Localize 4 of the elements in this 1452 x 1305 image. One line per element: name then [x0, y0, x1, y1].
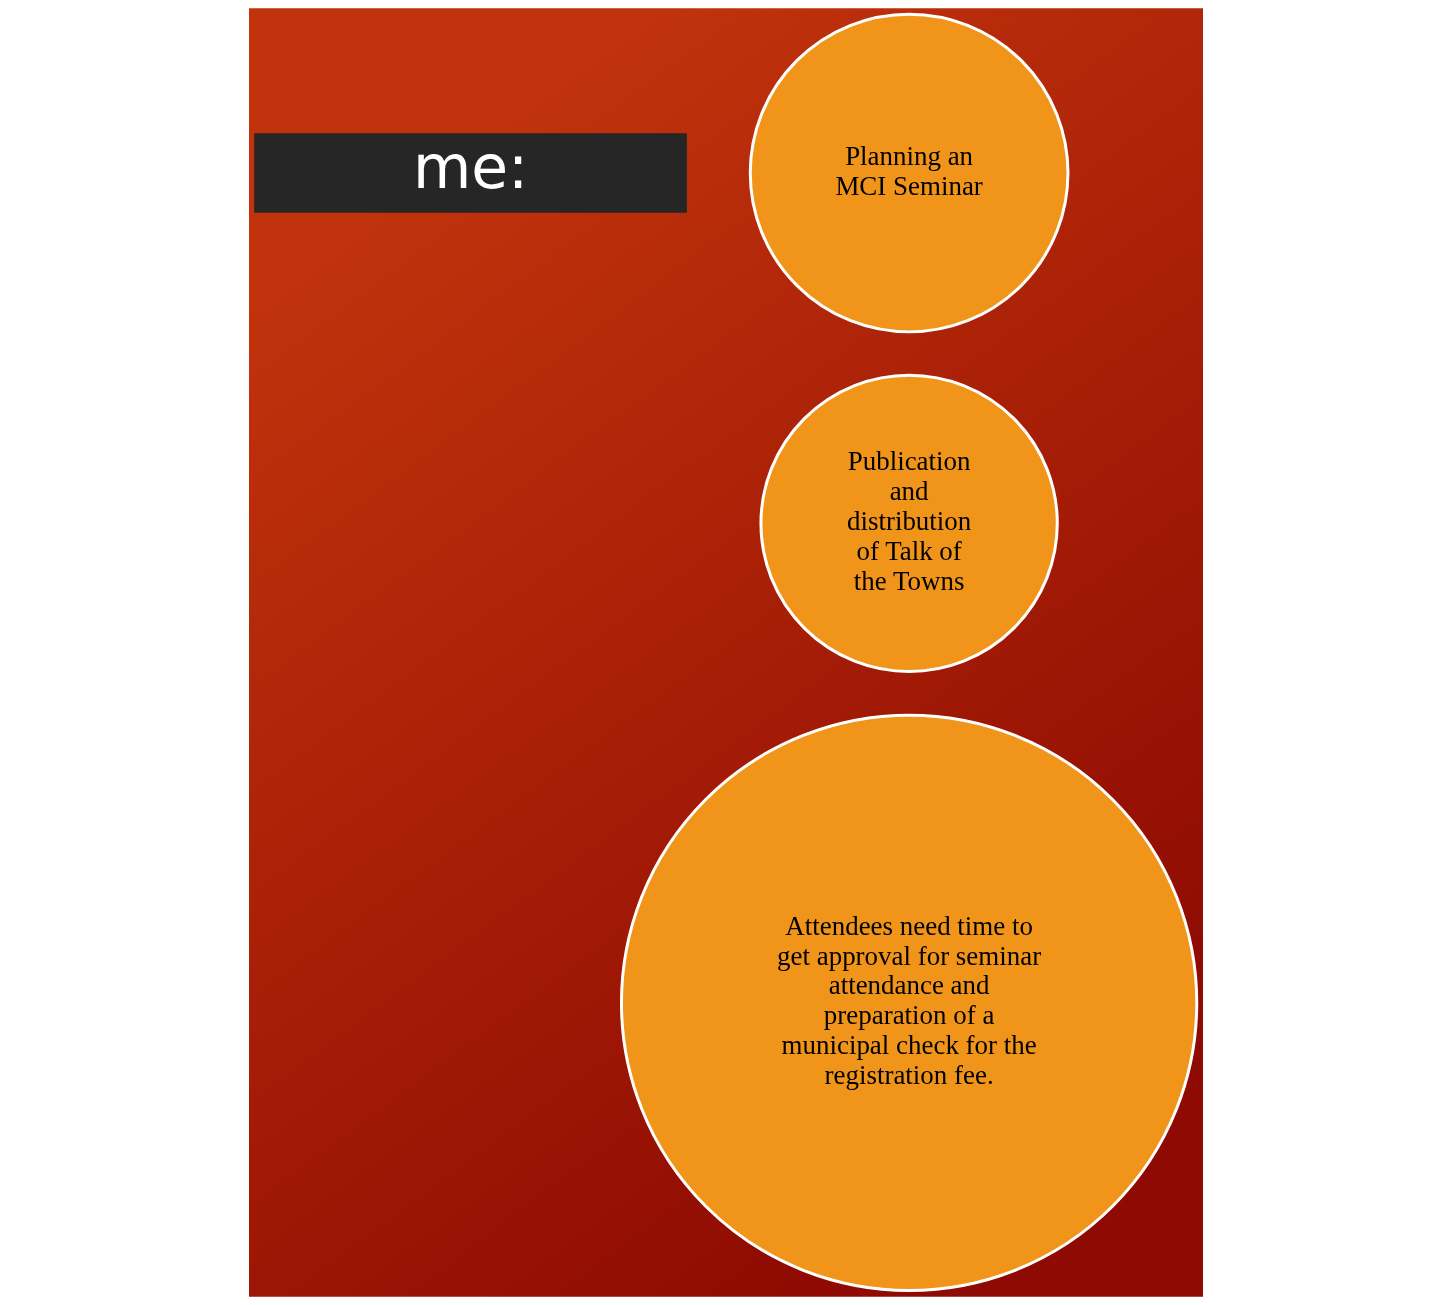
- label: me:: [412, 131, 529, 202]
- node-circle: Publication and distribution of Talk of the Towns: [759, 373, 1059, 674]
- node-circle: Attendees need time to get approval for seminar attendance and preparation of a municipal check for the registration fee.: [619, 713, 1199, 1292]
- node-circle: Planning an MCI Seminar: [748, 12, 1070, 334]
